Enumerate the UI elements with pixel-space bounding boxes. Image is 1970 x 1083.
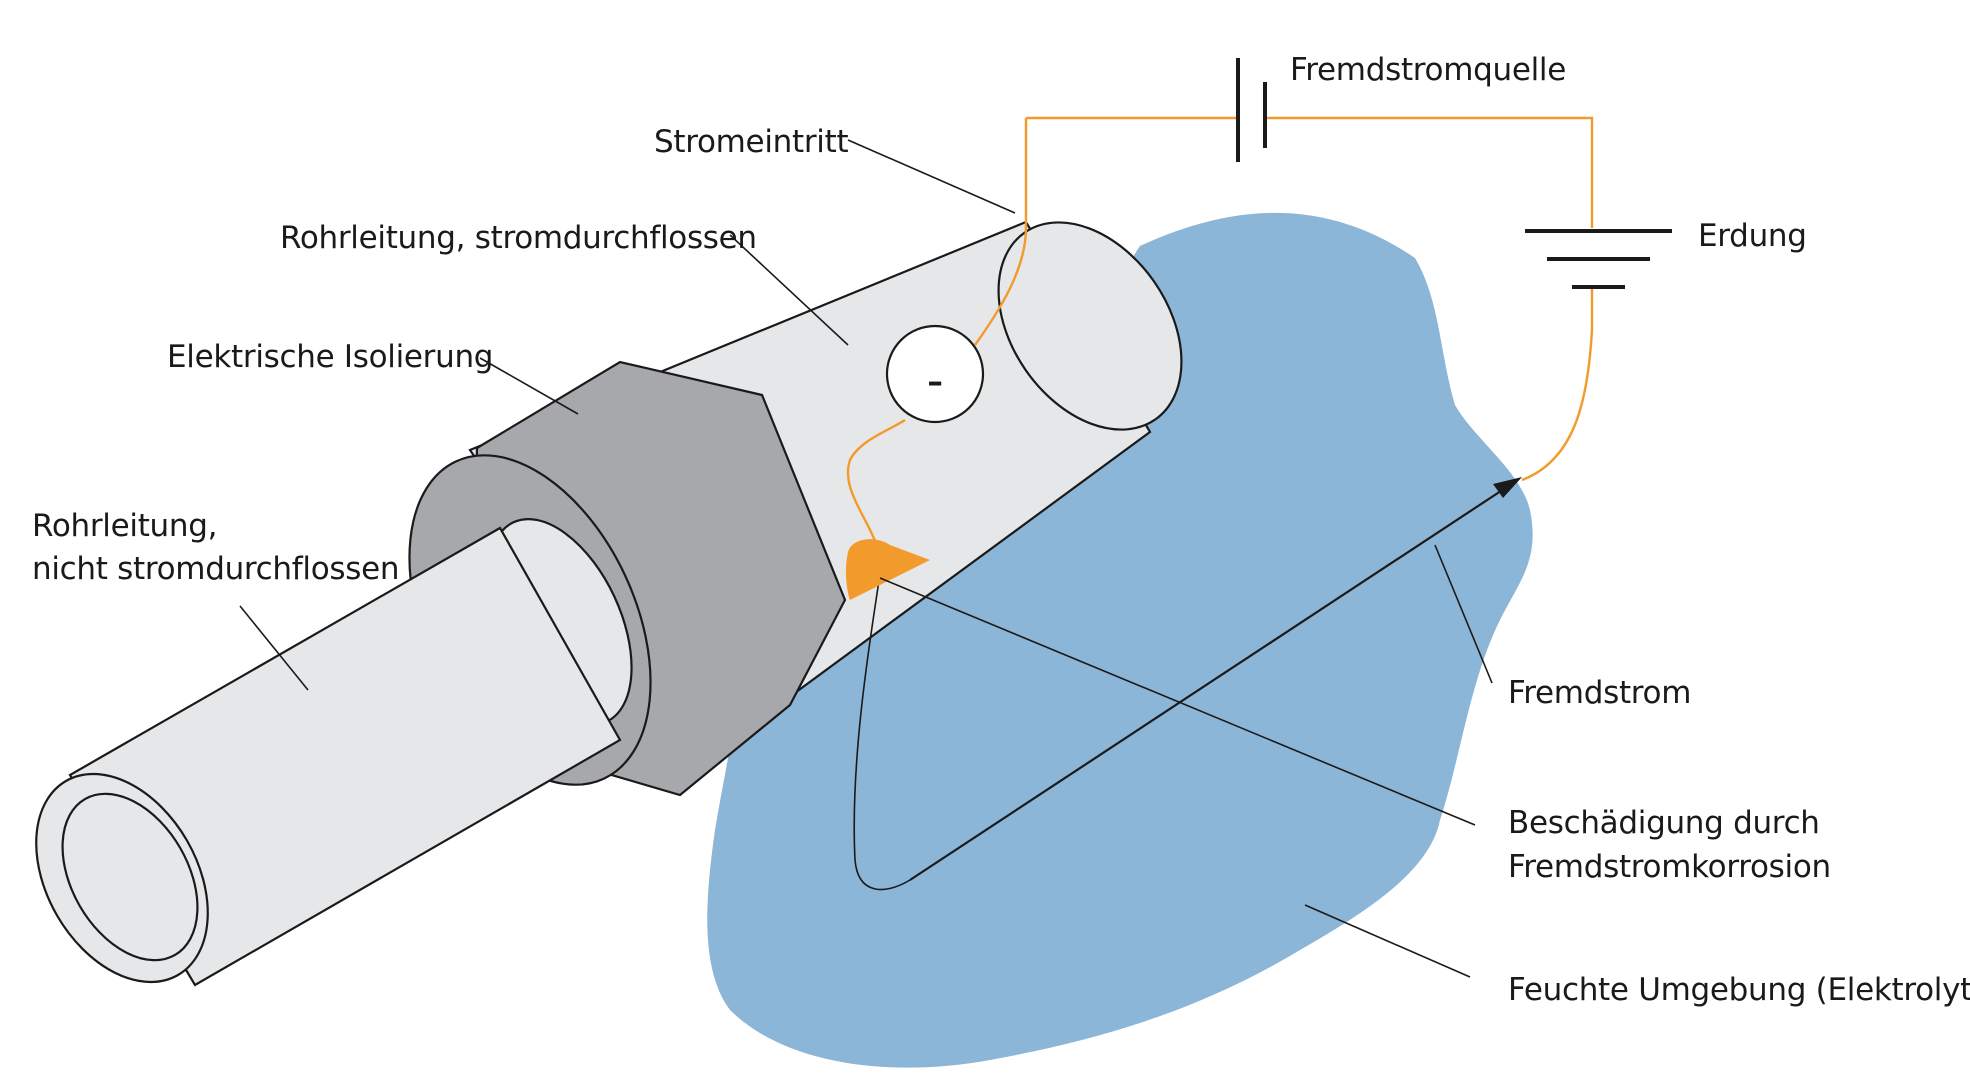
battery-icon	[1236, 58, 1267, 162]
wire-top	[1026, 116, 1594, 228]
leader-insulation	[479, 357, 579, 415]
label-source: Fremdstromquelle	[1290, 52, 1566, 88]
label-pipe-non-current-2: nicht stromdurchflossen	[32, 551, 399, 587]
wire-pipe-to-damage	[846, 419, 906, 551]
pipe-non-current-bore	[61, 792, 199, 962]
leader-entry	[847, 139, 1016, 214]
minus-sign: –	[927, 364, 942, 400]
label-damage-1: Beschädigung durch	[1508, 805, 1820, 841]
minus-icon: –	[885, 324, 985, 424]
pipe-submerged-outline	[853, 573, 911, 891]
stray-current-arrow	[909, 484, 1511, 881]
label-electrolyte: Feuchte Umgebung (Elektrolyt)	[1508, 972, 1970, 1008]
leader-damage	[879, 577, 1476, 826]
label-entry: Stromeintritt	[654, 124, 848, 160]
pipe-current-end-cap	[997, 221, 1183, 431]
wire-to-pipe	[974, 118, 1028, 346]
electrolyte-area	[707, 212, 1533, 1068]
label-pipe-non-current-1: Rohrleitung,	[32, 508, 217, 544]
leader-pipe-current	[729, 234, 849, 346]
pipe-non-current-body	[68, 526, 622, 987]
label-insulation: Elektrische Isolierung	[167, 339, 493, 375]
corrosion-damage-spot	[845, 539, 930, 600]
pipe-non-current	[35, 526, 622, 987]
leader-pipe-non-current	[239, 605, 309, 691]
label-damage-2: Fremdstromkorrosion	[1508, 849, 1831, 885]
ground-icon	[1525, 229, 1672, 289]
label-stray: Fremdstrom	[1508, 675, 1691, 711]
label-pipe-current: Rohrleitung, stromdurchflossen	[280, 220, 757, 256]
label-ground: Erdung	[1698, 218, 1807, 254]
leader-stray	[1434, 544, 1493, 684]
wire-ground-to-earth	[1521, 288, 1594, 482]
arrow-head-icon	[1493, 477, 1522, 498]
leader-electrolyte	[1304, 904, 1471, 978]
